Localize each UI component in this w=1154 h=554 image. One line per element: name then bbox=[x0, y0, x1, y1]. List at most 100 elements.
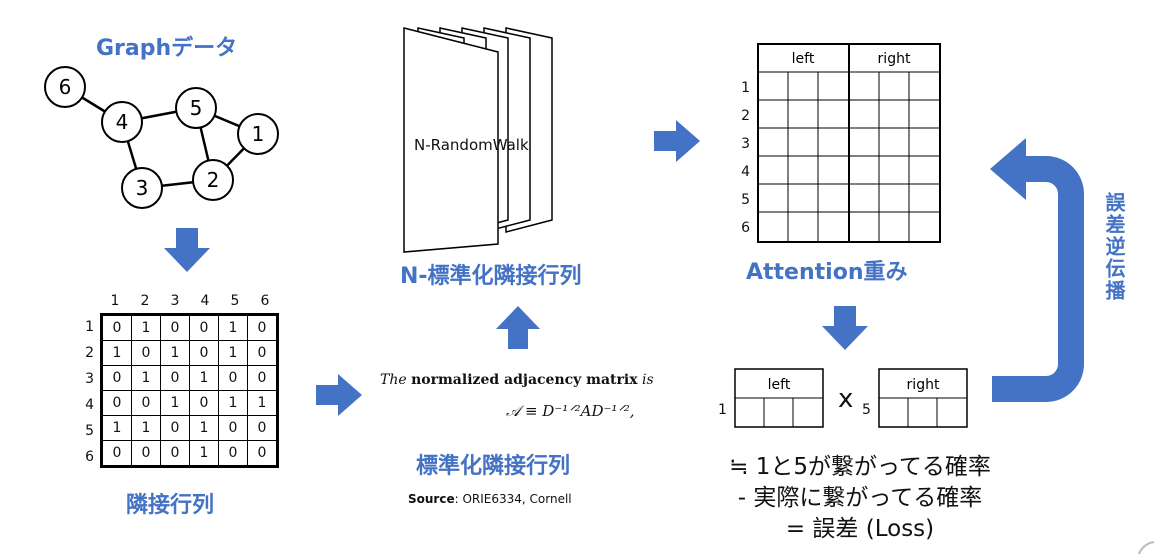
normalized-definition: The normalized adjacency matrix is bbox=[380, 372, 654, 388]
source-label: Source bbox=[408, 492, 455, 506]
col-header: 1 bbox=[110, 293, 120, 309]
matrix-cell: 1 bbox=[218, 340, 248, 366]
matrix-cell: 0 bbox=[160, 365, 190, 391]
matrix-cell: 1 bbox=[131, 365, 161, 391]
row-header: 2 bbox=[85, 345, 94, 361]
definition-word-the: The bbox=[380, 372, 407, 388]
source-text: : ORIE6334, Cornell bbox=[454, 492, 572, 506]
matrix-cell: 0 bbox=[160, 415, 190, 441]
up-arrow-icon bbox=[496, 306, 540, 349]
graph-node-2: 2 bbox=[192, 159, 234, 201]
matrix-cell: 0 bbox=[247, 365, 277, 391]
graph-node-1: 1 bbox=[237, 113, 279, 155]
right-vector: right bbox=[878, 368, 968, 428]
matrix-cell: 1 bbox=[160, 340, 190, 366]
col-header: 5 bbox=[230, 293, 240, 309]
matrix-cell: 0 bbox=[189, 340, 219, 366]
matrix-cell: 1 bbox=[189, 415, 219, 441]
backprop-arrow-icon bbox=[990, 138, 1084, 402]
graph-node-5: 5 bbox=[175, 87, 217, 129]
normalized-title: 標準化隣接行列 bbox=[416, 454, 571, 479]
attention-right-header: right bbox=[878, 51, 911, 67]
matrix-cell: 0 bbox=[189, 390, 219, 416]
graph-title: Graphデータ bbox=[96, 36, 238, 61]
attention-row-headers: 1 2 3 4 5 6 bbox=[736, 74, 750, 242]
down-arrow-icon bbox=[164, 228, 210, 272]
normalized-formula: 𝒜 ≡ D⁻¹ᐟ²AD⁻¹ᐟ², bbox=[506, 402, 635, 420]
loss-line-3: = 誤差 (Loss) bbox=[785, 516, 935, 542]
matrix-cell: 1 bbox=[218, 390, 248, 416]
matrix-cell: 0 bbox=[160, 440, 190, 466]
matrix-cell: 0 bbox=[131, 390, 161, 416]
row-header: 4 bbox=[85, 397, 94, 413]
attention-matrix: left right bbox=[757, 43, 941, 243]
svg-text:3: 3 bbox=[136, 176, 149, 200]
matrix-cell: 1 bbox=[218, 315, 248, 341]
matrix-cell: 0 bbox=[131, 440, 161, 466]
right-arrow-icon bbox=[654, 120, 700, 162]
left-vector: left bbox=[734, 368, 824, 428]
definition-term: normalized adjacency matrix bbox=[411, 372, 638, 388]
matrix-cell: 0 bbox=[247, 415, 277, 441]
loss-line-2: - 実際に繋がってる確率 bbox=[737, 485, 983, 511]
graph-diagram: 6 4 5 1 3 2 bbox=[44, 66, 279, 209]
matrix-cell: 0 bbox=[247, 315, 277, 341]
loss-line-1: ≒ 1と5が繋がってる確率 bbox=[729, 454, 991, 480]
random-walk-label: N-RandomWalk bbox=[414, 136, 529, 154]
col-header: 2 bbox=[140, 293, 150, 309]
row-header: 5 bbox=[741, 192, 750, 208]
matrix-cell: 0 bbox=[247, 440, 277, 466]
col-header: 3 bbox=[170, 293, 180, 309]
matrix-cell: 0 bbox=[247, 340, 277, 366]
right-arrow-icon bbox=[316, 374, 362, 416]
graph-node-3: 3 bbox=[121, 167, 163, 209]
svg-text:2: 2 bbox=[207, 168, 220, 192]
adjacency-title: 隣接行列 bbox=[126, 493, 215, 518]
row-header: 3 bbox=[741, 136, 750, 152]
matrix-cell: 0 bbox=[102, 390, 132, 416]
matrix-cell: 0 bbox=[218, 365, 248, 391]
matrix-cell: 0 bbox=[218, 440, 248, 466]
down-arrow-icon bbox=[822, 306, 868, 350]
row-header: 2 bbox=[741, 108, 750, 124]
graph-node-4: 4 bbox=[101, 101, 143, 143]
row-header: 4 bbox=[741, 164, 750, 180]
matrix-cell: 0 bbox=[160, 315, 190, 341]
svg-text:6: 6 bbox=[59, 75, 72, 99]
source-citation: Source: ORIE6334, Cornell bbox=[408, 492, 572, 506]
matrix-cell: 0 bbox=[102, 365, 132, 391]
left-vector-index: 1 bbox=[718, 402, 727, 418]
matrix-cell: 1 bbox=[131, 415, 161, 441]
definition-word-is: is bbox=[642, 372, 654, 388]
row-header: 6 bbox=[85, 449, 94, 465]
row-header: 6 bbox=[741, 220, 750, 236]
svg-text:4: 4 bbox=[116, 110, 129, 134]
backprop-label: 誤差逆伝播 bbox=[1102, 192, 1126, 302]
graph-node-6: 6 bbox=[44, 66, 86, 108]
row-header: 3 bbox=[85, 371, 94, 387]
col-header: 4 bbox=[200, 293, 210, 309]
page-number-badge bbox=[1137, 541, 1154, 554]
left-vector-label: left bbox=[768, 377, 791, 393]
svg-text:1: 1 bbox=[252, 122, 265, 146]
right-vector-label: right bbox=[907, 377, 940, 393]
attention-left-header: left bbox=[792, 51, 815, 67]
matrix-cell: 1 bbox=[160, 390, 190, 416]
times-symbol: x bbox=[838, 384, 854, 414]
matrix-cell: 1 bbox=[189, 365, 219, 391]
row-header: 1 bbox=[85, 319, 94, 335]
matrix-cell: 1 bbox=[131, 315, 161, 341]
svg-text:5: 5 bbox=[190, 96, 203, 120]
adjacency-col-headers: 1 2 3 4 5 6 bbox=[100, 290, 280, 309]
matrix-cell: 1 bbox=[189, 440, 219, 466]
matrix-cell: 0 bbox=[218, 415, 248, 441]
random-walk-stack bbox=[403, 27, 553, 253]
matrix-cell: 0 bbox=[189, 315, 219, 341]
matrix-cell: 1 bbox=[247, 390, 277, 416]
col-header: 6 bbox=[260, 293, 270, 309]
